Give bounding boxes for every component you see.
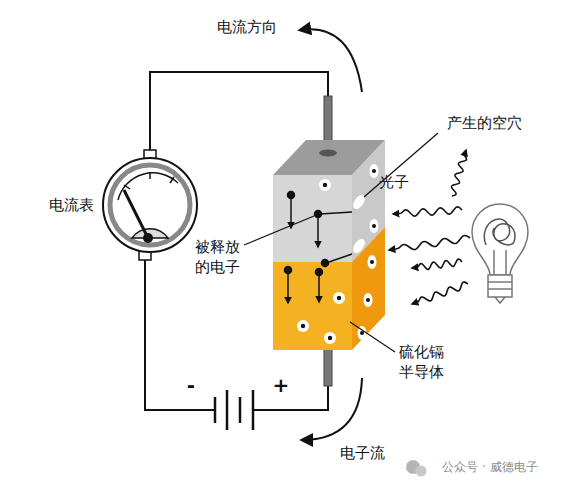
callout-label: 被释放的电子 [195, 238, 242, 277]
photon-ray [451, 150, 466, 196]
photon-ray [393, 207, 462, 216]
generated-hole [351, 193, 368, 255]
flow-caption: 电流方向 [217, 18, 277, 38]
leader-line [244, 133, 438, 352]
flow-caption: 电子流 [340, 444, 385, 464]
part-name: 电流表 [49, 196, 94, 216]
callout-label: 产生的空穴 [447, 114, 522, 134]
released-electron [285, 192, 353, 304]
flow-arrow [300, 29, 362, 440]
cds-block [273, 140, 385, 350]
watermark-icon [406, 460, 427, 477]
photon [389, 150, 470, 304]
watermark: 公众号 · 威德电子 [442, 460, 537, 476]
ammeter-symbol [103, 150, 197, 260]
polarity-sign: + [273, 372, 290, 398]
lattice-site [297, 164, 379, 344]
light-bulb [472, 204, 528, 303]
callout-label: 硫化镉半导体 [399, 343, 446, 382]
callout-label: 光子 [379, 173, 409, 193]
photon-ray [389, 235, 470, 250]
photon-ray [412, 282, 468, 304]
polarity-sign: - [187, 372, 195, 398]
photon-ray [412, 259, 462, 269]
battery-symbol [210, 390, 258, 430]
